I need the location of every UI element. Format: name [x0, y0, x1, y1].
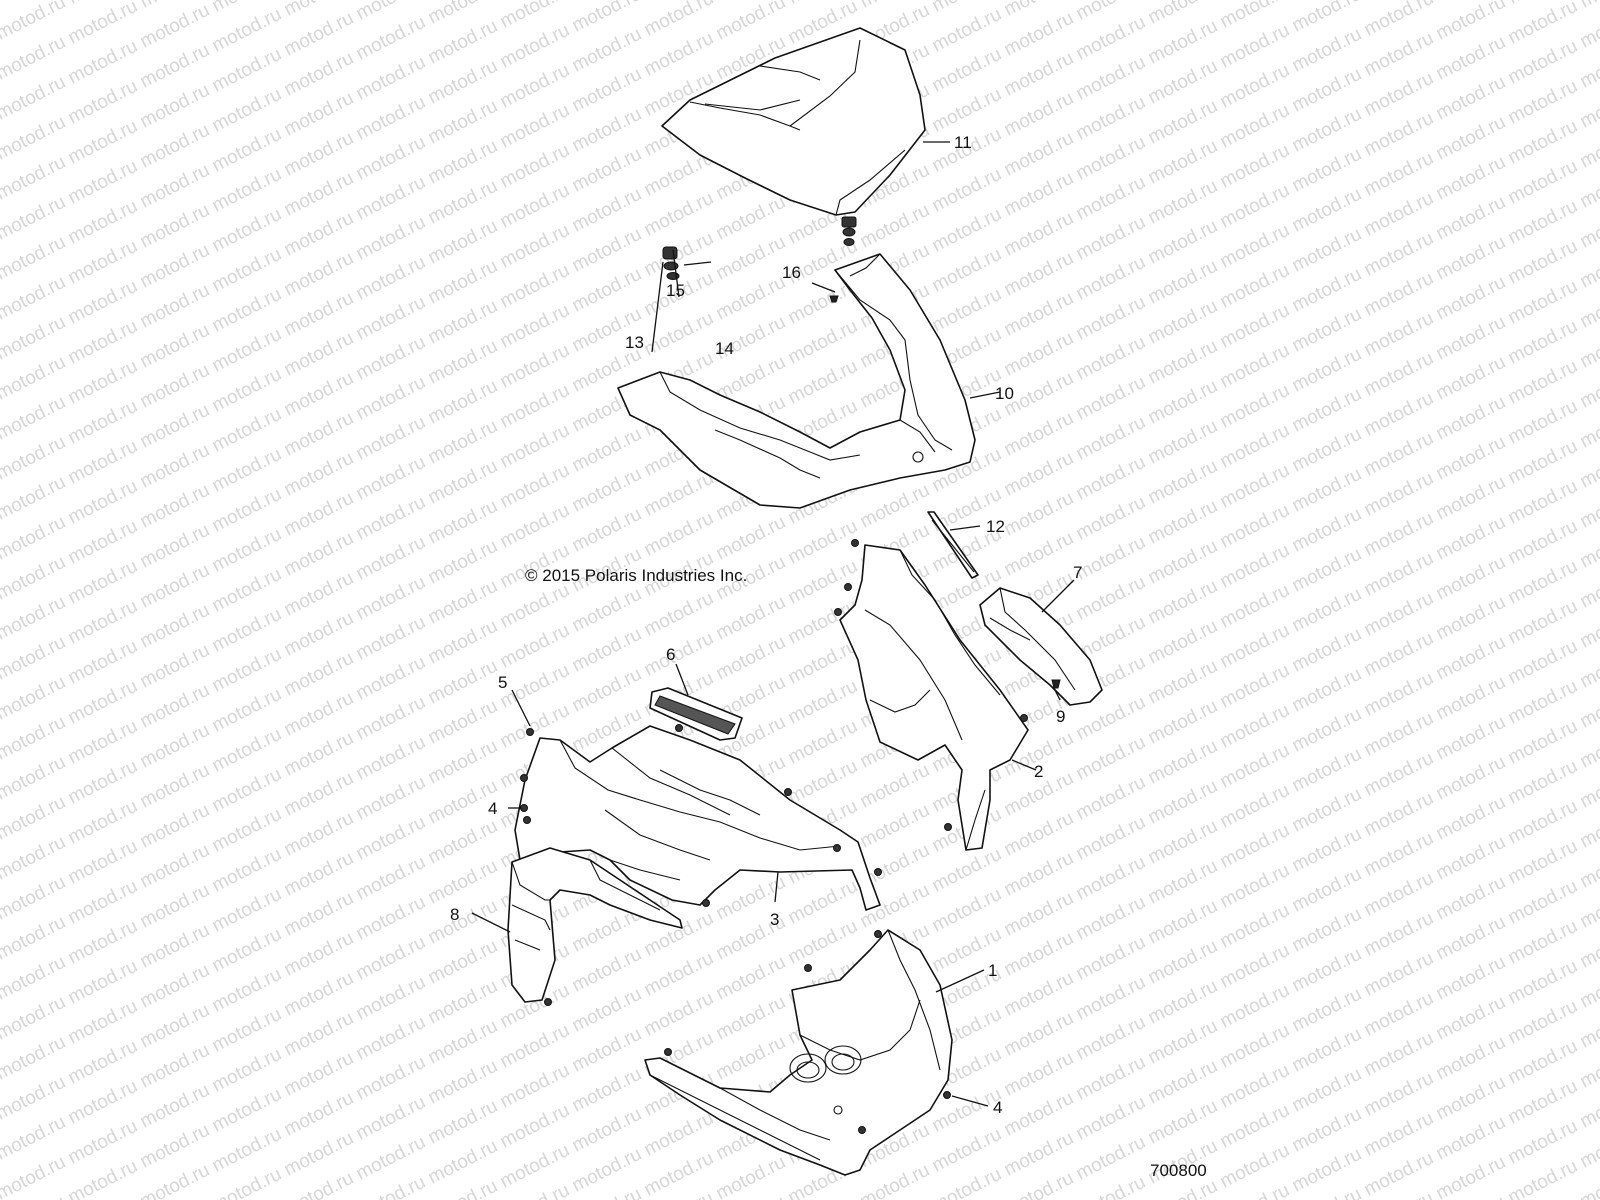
callout-12: 12	[986, 517, 1005, 536]
callout-3: 3	[770, 910, 779, 929]
callout-8: 8	[450, 905, 459, 924]
watermark-text: motod.ru	[1577, 0, 1600, 12]
callout-10: 10	[995, 384, 1014, 403]
part-3-fasteners	[520, 774, 882, 907]
part-16-fastener	[829, 295, 839, 303]
callout-7: 7	[1073, 563, 1082, 582]
callout-16: 16	[782, 263, 801, 282]
part-10-upper-dash-panel	[617, 253, 976, 509]
part-11-hood-cover	[661, 27, 926, 216]
callout-labels: 11 16 15 13 14 10 12 7 6 5 9 2 4 3 8 1 4	[450, 133, 1082, 1117]
callout-1: 1	[988, 961, 997, 980]
figure-number: 700800	[1150, 1161, 1207, 1180]
callout-2: 2	[1034, 762, 1043, 781]
callout-4-upper: 4	[488, 799, 497, 818]
callout-13: 13	[625, 333, 644, 352]
part-12-trim-strip	[927, 511, 979, 579]
part-7-right-bracket	[979, 587, 1103, 706]
callout-6: 6	[666, 645, 675, 664]
callout-15: 15	[666, 281, 685, 300]
part-9-fastener	[1051, 679, 1061, 689]
callout-5: 5	[498, 673, 507, 692]
part-6-vent-grille	[649, 687, 743, 741]
callout-9: 9	[1056, 707, 1065, 726]
part-2-fasteners	[834, 539, 1028, 831]
part-11-fasteners	[841, 216, 857, 246]
callout-14: 14	[715, 339, 734, 358]
part-5-fastener	[526, 728, 534, 736]
part-2-right-side-panel	[839, 544, 1029, 851]
leader-lines	[471, 141, 1075, 1107]
callout-4-lower: 4	[993, 1098, 1002, 1117]
part-1-lower-floor-console	[644, 929, 953, 1176]
callout-11: 11	[954, 133, 972, 152]
part-1-fasteners	[664, 930, 951, 1134]
part-8-left-side-panel	[507, 847, 683, 1006]
part-3-center-dash-panel	[514, 725, 881, 911]
copyright-notice: © 2015 Polaris Industries Inc.	[525, 566, 747, 585]
